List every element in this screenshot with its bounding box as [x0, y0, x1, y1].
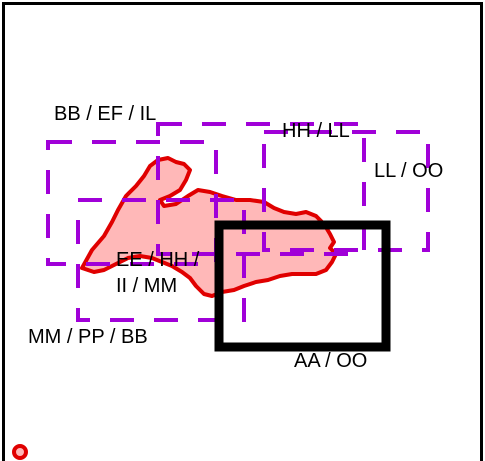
label-ii-mm: II / MM — [116, 275, 177, 297]
dashed-box-bb-ef-il — [46, 140, 218, 266]
label-ll-oo: LL / OO — [374, 160, 443, 182]
solid-box-aa-oo — [214, 220, 391, 352]
dashed-box-ll-oo — [262, 130, 430, 252]
dashed-box-hh-ll — [156, 122, 366, 256]
label-mm-pp-bb: MM / PP / BB — [28, 326, 148, 348]
dashed-box-ee-hh-ii-mm — [76, 198, 246, 322]
small-red-ring — [12, 444, 28, 460]
red-region — [80, 156, 338, 298]
label-hh-ll: HH / LL — [282, 120, 350, 142]
label-bb-ef-il: BB / EF / IL — [54, 103, 156, 125]
label-aa-oo: AA / OO — [294, 350, 367, 372]
label-ee-hh: EE / HH / — [116, 249, 200, 271]
